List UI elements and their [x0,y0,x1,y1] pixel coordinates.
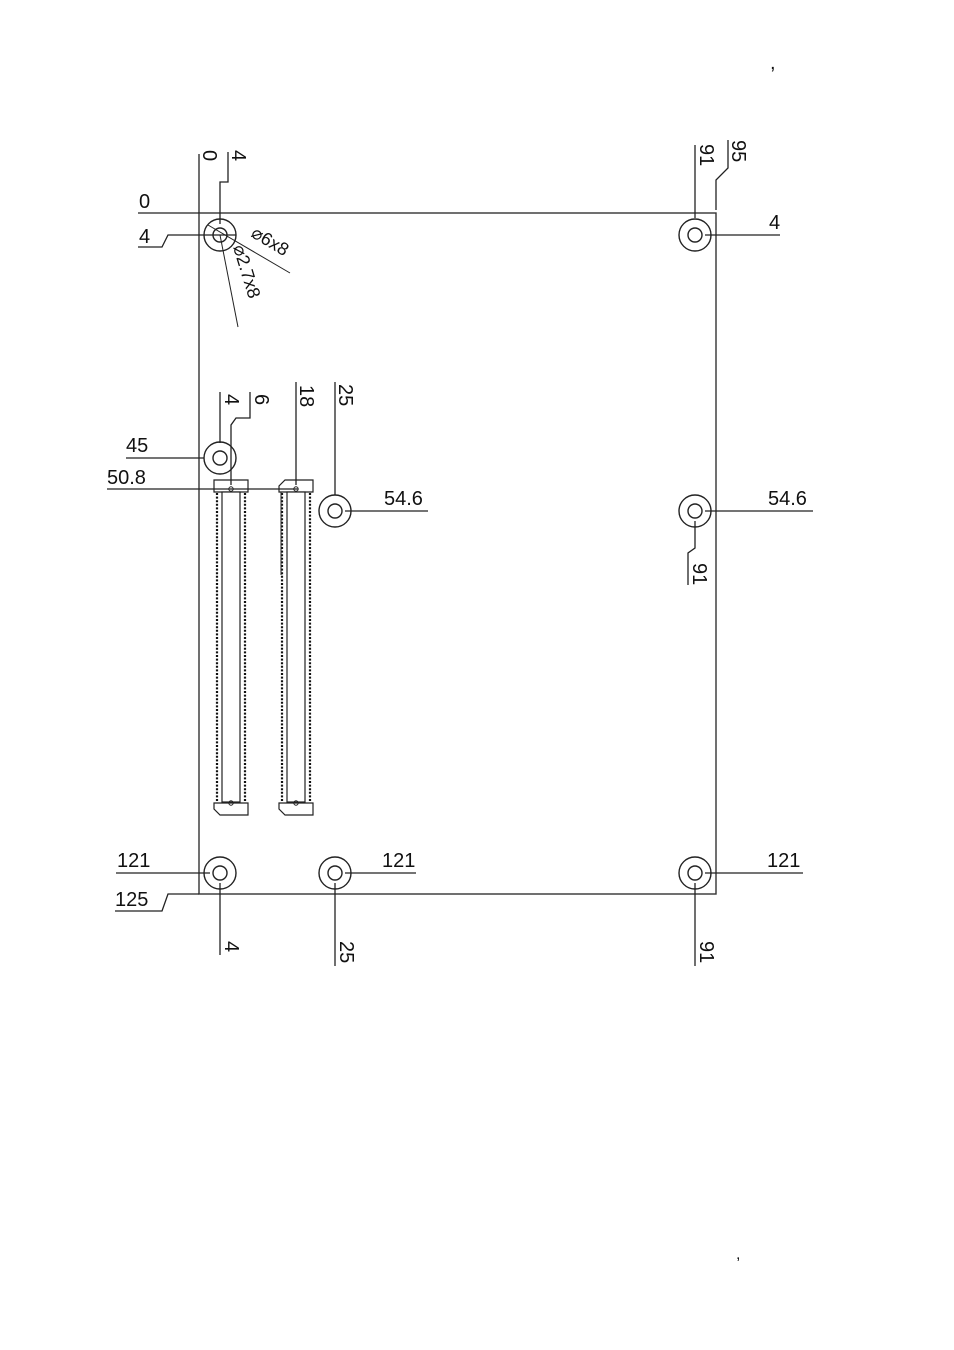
mounting-hole-mid-right [678,494,712,528]
dim-left-y50-8: 50.8 [107,467,146,489]
dim-left-y45: 45 [126,435,148,457]
mounting-hole-top-right [678,218,712,252]
dim-right-y121: 121 [767,850,800,872]
dim-right-y4: 4 [769,212,780,234]
dim-mid-y54-6: 54.6 [384,488,423,510]
callout-countersink: ⌀6x8 [248,222,292,260]
dim-conn-x6: 6 [250,394,272,405]
dim-left-y125: 125 [115,889,148,911]
dim-right-x91-mid: 91 [688,563,710,585]
connector-right [278,479,314,816]
dim-left-y4: 4 [139,226,150,248]
callout-drill: ⌀2.7x8 [229,242,264,300]
dim-mid-y121: 121 [382,850,415,872]
dim-left-y0: 0 [139,191,150,213]
dim-top-x95: 95 [727,140,749,162]
page-mark-bottom: , [736,1246,741,1263]
dim-conn-x18: 18 [295,385,317,407]
dim-bottom-x91: 91 [695,941,717,963]
dim-conn-x25: 25 [334,384,356,406]
dim-top-x0: 0 [198,150,220,161]
dim-top-x4: 4 [227,150,249,161]
board-outline [198,212,717,895]
dim-right-y54-6: 54.6 [768,488,807,510]
mounting-hole-mid-left [203,441,237,475]
dim-top-x91: 91 [695,144,717,166]
mounting-hole-mid-center [318,494,352,528]
connector-left [213,479,249,816]
dim-left-y121: 121 [117,850,150,872]
dim-conn-x4: 4 [220,394,242,405]
dim-bottom-x4: 4 [220,941,242,952]
page-mark-top: , [770,52,776,74]
dim-bottom-x25: 25 [335,941,357,963]
